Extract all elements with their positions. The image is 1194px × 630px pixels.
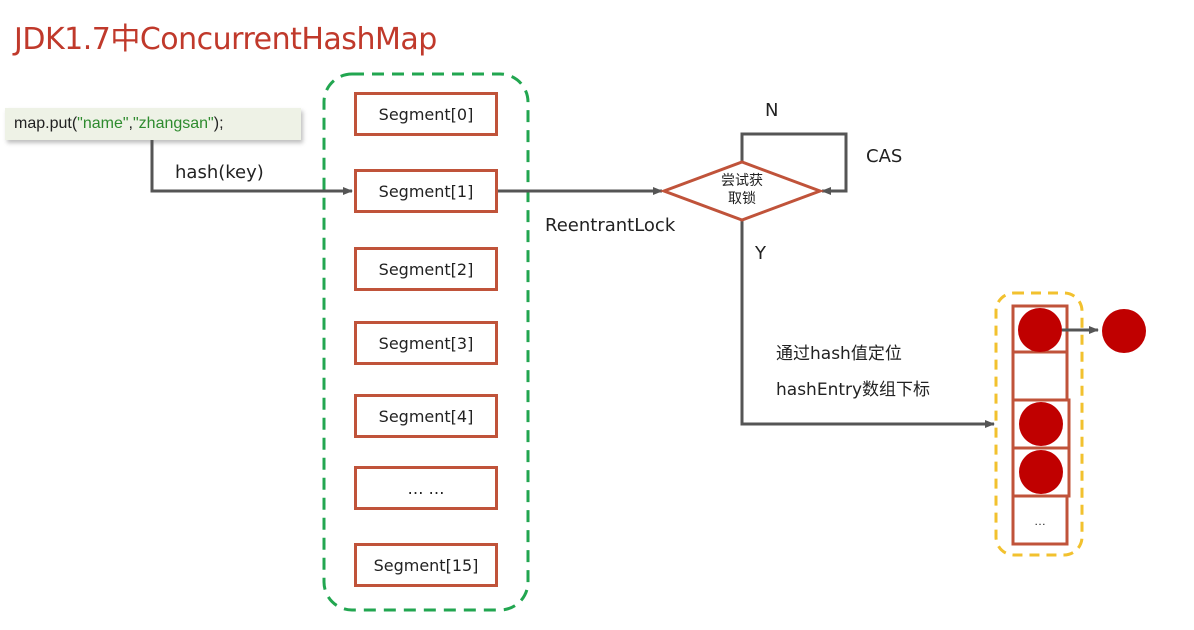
code-snippet: map.put("name","zhangsan"); [5, 108, 301, 140]
segment-box: Segment[4] [354, 394, 498, 438]
entry-cell [1011, 350, 1069, 402]
yes-label: Y [755, 243, 766, 264]
reentrant-lock-label: ReentrantLock [545, 215, 676, 236]
segment-box: Segment[3] [354, 321, 498, 365]
segment-group-border [322, 72, 530, 612]
segment-box: Segment[15] [354, 543, 498, 587]
chained-node [1102, 309, 1146, 353]
segment-box: … … [354, 466, 498, 510]
cas-loop-arrow [740, 132, 848, 195]
code-comma: , [128, 115, 133, 132]
locate-label-line1: 通过hash值定位 [776, 344, 902, 364]
entry-ellipsis: … [1034, 514, 1046, 528]
no-label: N [765, 100, 779, 121]
try-lock-decision [659, 160, 825, 222]
decision-line1: 尝试获 [721, 173, 763, 189]
page-title: JDK1.7中ConcurrentHashMap [14, 22, 437, 57]
entry-node [1019, 402, 1063, 446]
segment-box: Segment[0] [354, 92, 498, 136]
code-arg-key: "name" [77, 115, 129, 132]
code-prefix: map.put( [14, 115, 78, 132]
cas-label: CAS [866, 146, 903, 167]
entry-cell [1011, 494, 1069, 546]
yes-arrow [740, 220, 995, 428]
hash-key-label: hash(key) [175, 162, 264, 183]
segment-box: Segment[2] [354, 247, 498, 291]
hash-entry-group-border [994, 291, 1084, 557]
locate-label-line2: hashEntry数组下标 [776, 380, 931, 400]
entry-node [1018, 308, 1062, 352]
decision-text: 尝试获 取锁 [700, 172, 784, 208]
hash-arrow [150, 140, 353, 195]
decision-line2: 取锁 [728, 191, 756, 207]
code-suffix: ); [213, 115, 224, 132]
entry-node [1019, 450, 1063, 494]
segment-box: Segment[1] [354, 169, 498, 213]
code-arg-value: "zhangsan" [132, 115, 214, 132]
